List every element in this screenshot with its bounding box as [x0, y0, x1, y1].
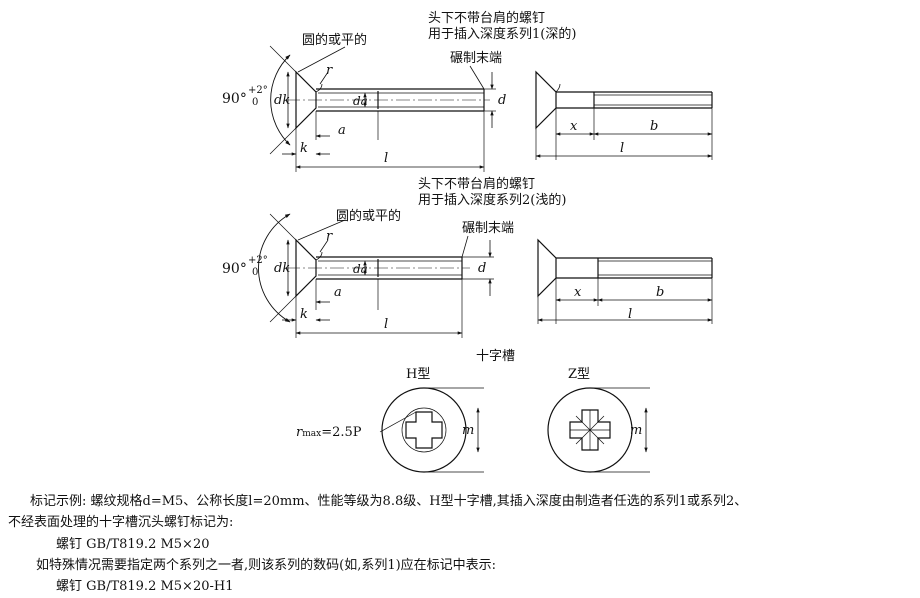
note-line1: 标记示例: 螺纹规格d=M5、公称长度l=20mm、性能等级为8.8级、H型十字…	[30, 494, 748, 509]
top-round-or-flat-label: 圆的或平的	[302, 33, 368, 48]
top-k-label: k	[300, 141, 308, 156]
bottom-da-label: da	[353, 262, 368, 276]
z-m-label: m	[630, 423, 643, 438]
top-header-line1: 头下不带台肩的螺钉	[428, 11, 546, 26]
cross-recess-z-type	[547, 387, 633, 473]
top-x-label: x	[570, 119, 578, 134]
r-max-value: =2.5P	[321, 425, 362, 440]
angle-arc	[270, 54, 291, 146]
top-b-label: b	[650, 119, 659, 134]
top-r-label: r	[326, 63, 333, 78]
top-angle-tol-lower: 0	[252, 97, 259, 108]
bottom-l-label: l	[384, 317, 389, 332]
bottom-angle-tol-upper: +2°	[248, 255, 268, 266]
bottom-a-label: a	[334, 285, 342, 300]
top-angle-tol-upper: +2°	[248, 85, 268, 96]
bottom-d-label: d	[478, 261, 487, 276]
top-header-line2: 用于插入深度系列1(深的)	[428, 27, 577, 42]
bottom-x-label: x	[574, 285, 582, 300]
top-l2-label: l	[620, 141, 625, 156]
screw-simplified-view-series1	[535, 70, 713, 130]
bottom-angle-tol-lower: 0	[252, 267, 259, 278]
screw-side-view-series1	[286, 70, 490, 130]
note-line4: 如特殊情况需要指定两个系列之一者,则该系列的数码(如,系列1)应在标记中表示:	[36, 558, 497, 573]
top-a-label: a	[338, 123, 346, 138]
top-dk-label: dk	[274, 93, 291, 108]
top-angle-label: 90°	[222, 91, 247, 107]
top-d-label: d	[498, 93, 507, 108]
bottom-l2-label: l	[628, 307, 633, 322]
bottom-dk-label: dk	[274, 261, 291, 276]
top-l-label: l	[384, 151, 389, 166]
h-m-label: m	[462, 423, 475, 438]
bottom-k-label: k	[300, 307, 308, 322]
cross-recess-h-type	[381, 387, 467, 473]
bottom-round-or-flat-label: 圆的或平的	[336, 209, 402, 224]
note-line2: 不经表面处理的十字槽沉头螺钉标记为:	[8, 515, 234, 530]
top-rolled-end-label: 碾制末端	[450, 51, 503, 66]
r-max-label: rmax=2.5P	[296, 426, 362, 441]
screw-simplified-view-series2	[537, 238, 713, 298]
bottom-b-label: b	[656, 285, 665, 300]
bottom-header-line2: 用于插入深度系列2(浅的)	[418, 193, 567, 208]
h-type-label: H型	[406, 367, 431, 382]
bottom-header-line1: 头下不带台肩的螺钉	[418, 177, 536, 192]
r-max-subscript: max	[302, 429, 322, 439]
bottom-angle-label: 90°	[222, 261, 247, 277]
note-line5: 螺钉 GB/T819.2 M5×20-H1	[56, 579, 234, 594]
cross-recess-title: 十字槽	[476, 349, 516, 364]
r-max-symbol: r	[296, 425, 303, 440]
bottom-rolled-end-label: 碾制末端	[462, 221, 515, 236]
z-type-label: Z型	[568, 367, 591, 382]
screw-side-view-series2	[286, 238, 470, 298]
top-da-label: da	[353, 94, 368, 108]
bottom-r-label: r	[326, 229, 333, 244]
note-line3: 螺钉 GB/T819.2 M5×20	[56, 537, 210, 552]
